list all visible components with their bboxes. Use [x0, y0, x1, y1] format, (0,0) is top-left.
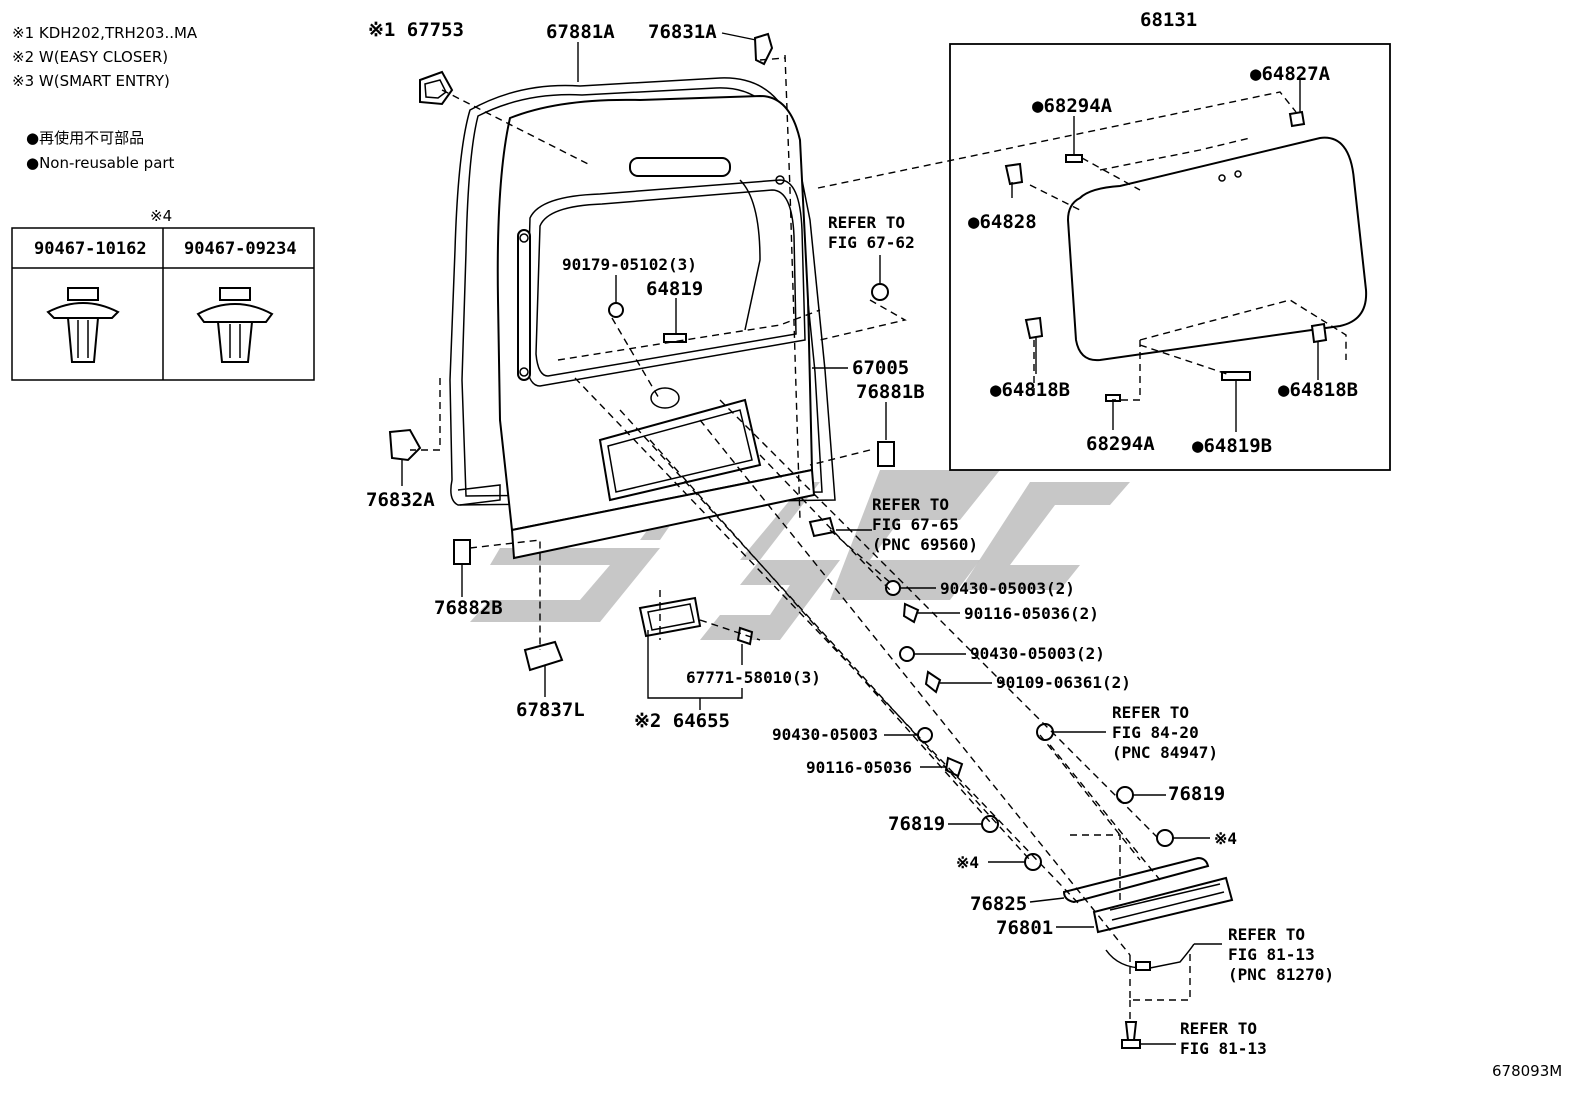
clip-part-1: 90467-10162	[34, 239, 147, 259]
refer-labels: REFER TO FIG 67-62 REFER TO FIG 67-65 (P…	[828, 213, 1334, 1058]
part-latch-refer	[808, 516, 836, 538]
label-76801: 76801	[996, 917, 1053, 939]
clip-table-note: ※4	[150, 207, 172, 225]
label-clip-note-left: ※4	[956, 853, 979, 872]
part-76825-garnish	[1062, 856, 1210, 904]
refer-84-20-line1: REFER TO	[1112, 703, 1189, 722]
label-64827a: ●64827A	[1250, 63, 1331, 85]
label-68131: 68131	[1140, 9, 1197, 31]
refer-81-13-b-line2: FIG 81-13	[1180, 1039, 1267, 1058]
label-90430-05003-b: 90430-05003(2)	[970, 644, 1105, 663]
label-76831a: 76831A	[648, 21, 717, 43]
fasteners	[885, 580, 1174, 871]
label-67005: 67005	[852, 357, 909, 379]
part-76881b-stopper	[877, 441, 895, 467]
part-grommet-90179	[608, 302, 624, 318]
watermark-logo	[470, 470, 1130, 640]
label-64655: ※2 64655	[634, 710, 730, 732]
label-68294a-top: ●68294A	[1032, 95, 1113, 117]
refer-84-20-line2: FIG 84-20	[1112, 723, 1199, 742]
refer-67-62-line2: FIG 67-62	[828, 233, 915, 252]
refer-84-20-line3: (PNC 84947)	[1112, 743, 1218, 762]
refer-67-65-line3: (PNC 69560)	[872, 535, 978, 554]
part-67837l-handle	[523, 640, 564, 672]
label-90179-05102: 90179-05102(3)	[562, 255, 697, 274]
label-68294a-bottom: 68294A	[1086, 433, 1155, 455]
label-90116-05036-b: 90116-05036	[806, 758, 912, 777]
label-90116-05036-a: 90116-05036(2)	[964, 604, 1099, 623]
label-76832a: 76832A	[366, 489, 435, 511]
part-wire-harness	[1105, 943, 1195, 971]
refer-81-13-a-line2: FIG 81-13	[1228, 945, 1315, 964]
leader-lines	[401, 32, 1319, 1045]
label-67771-58010: 67771-58010(3)	[686, 668, 821, 687]
refer-81-13-a-line3: (PNC 81270)	[1228, 965, 1334, 984]
dashed-guides	[410, 54, 1347, 1020]
label-76882b: 76882B	[434, 597, 503, 619]
part-76882b-stopper	[453, 539, 471, 565]
label-67881a: 67881A	[546, 21, 615, 43]
label-90430-05003-c: 90430-05003	[772, 725, 878, 744]
label-67753: ※1 67753	[368, 19, 464, 41]
label-76881b: 76881B	[856, 381, 925, 403]
part-back-glass	[1066, 136, 1368, 362]
refer-67-65-line2: FIG 67-65	[872, 515, 959, 534]
part-cushion-refer	[871, 283, 889, 301]
part-bolt-bottom	[1121, 1021, 1141, 1049]
part-76801-garnish	[1092, 876, 1234, 934]
glass-assembly-box	[949, 43, 1391, 471]
refer-67-65-line1: REFER TO	[872, 495, 949, 514]
label-64819b: ●64819B	[1192, 435, 1272, 457]
back-door-panel	[449, 77, 836, 560]
diagram-code: 678093M	[1492, 1062, 1562, 1080]
label-76819-right: 76819	[1168, 783, 1225, 805]
label-64828: ●64828	[968, 211, 1037, 233]
refer-81-13-a-line1: REFER TO	[1228, 925, 1305, 944]
note-1: ※1 KDH202,TRH203..MA	[12, 24, 198, 42]
label-clip-note-right: ※4	[1214, 829, 1237, 848]
part-67753-seal	[419, 70, 454, 106]
legend-english: ●Non-reusable part	[26, 154, 175, 172]
label-64818b-left: ●64818B	[990, 379, 1070, 401]
clip-icon-1	[46, 287, 120, 363]
label-76825: 76825	[970, 893, 1027, 915]
part-76831a-bumper	[753, 32, 774, 66]
label-90109-06361: 90109-06361(2)	[996, 673, 1131, 692]
clip-part-2: 90467-09234	[184, 239, 297, 259]
part-labels: ※1 67753 67881A 76831A 90179-05102(3) 64…	[366, 9, 1358, 939]
label-90430-05003-a: 90430-05003(2)	[940, 579, 1075, 598]
clip-icon-2	[196, 287, 274, 363]
note-3: ※3 W(SMART ENTRY)	[12, 72, 170, 90]
label-64818b-right: ●64818B	[1278, 379, 1358, 401]
refer-81-13-b-line1: REFER TO	[1180, 1019, 1257, 1038]
clip-table: ※4 90467-10162 90467-09234	[11, 207, 315, 381]
label-67837l: 67837L	[516, 699, 585, 721]
part-64655-closer	[638, 596, 754, 646]
refer-67-62-line1: REFER TO	[828, 213, 905, 232]
part-76832a-bumper	[388, 428, 422, 462]
label-64819: 64819	[646, 278, 703, 300]
legend-japanese: ●再使用不可部品	[26, 129, 144, 147]
label-76819-left: 76819	[888, 813, 945, 835]
note-2: ※2 W(EASY CLOSER)	[12, 48, 168, 66]
